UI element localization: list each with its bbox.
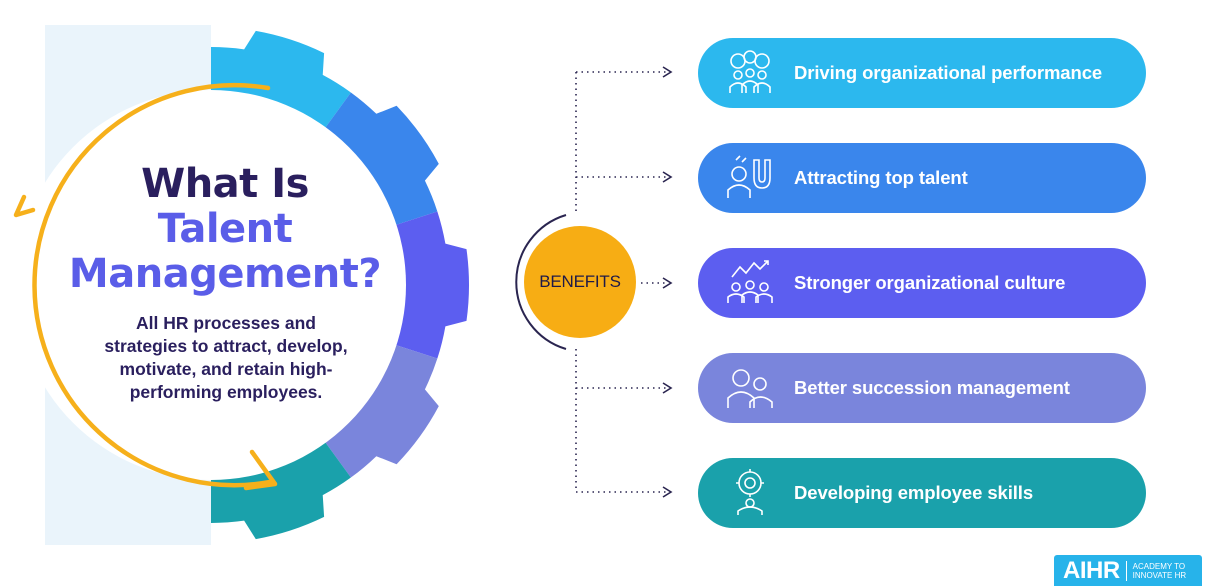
headline-line-3: Management? [68,251,382,297]
gear-colored-half [211,30,469,540]
headline-line-2: Talent [157,206,293,252]
logo-tagline: ACADEMY TO INNOVATE HR [1133,562,1186,580]
benefit-label: Developing employee skills [794,482,1034,503]
branch-arrow-head [662,382,673,394]
gear-segment [316,92,439,230]
two-people-icon [727,369,773,408]
benefit-pill-succession: Better succession management [698,353,1146,423]
logo-tagline-line-1: ACADEMY TO [1132,561,1186,571]
skills-target-icon [736,469,764,515]
branch-arrow-head [662,66,673,78]
benefit-label: Driving organizational performance [794,62,1103,83]
benefit-label: Better succession management [794,377,1070,398]
growing-team-icon [727,260,773,303]
headline: What Is Talent Management? [40,162,410,297]
benefit-pill-culture: Stronger organizational culture [698,248,1146,318]
logo-tagline-line-2: INNOVATE HR [1132,570,1187,580]
gear-segment [211,430,351,540]
benefit-label: Stronger organizational culture [794,272,1066,293]
team-gears-icon [729,50,771,93]
gear-segment [382,211,469,359]
logo-divider [1125,560,1127,581]
branch-lines [576,66,673,498]
hub-bracket-arc [515,214,567,350]
definition-text: All HR processes and strategies to attra… [104,313,348,402]
cycle-arrow-head [243,449,278,491]
cycle-arrow-tail [13,194,36,218]
logo-mark: AIHR [1063,556,1120,584]
branch-arrow-head [662,171,673,183]
benefit-label: Attracting top talent [794,167,968,188]
benefit-pill-skills: Developing employee skills [698,458,1146,528]
cycle-arrow [32,82,273,488]
branch-arrow-head [662,277,673,289]
gear-inner-hole [16,90,406,480]
benefit-pill-performance: Driving organizational performance [698,38,1146,108]
branch-arrow-head [662,486,673,498]
benefits-hub-label: BENEFITS [539,272,621,291]
gear-segment [316,340,439,478]
aihr-logo: AIHR ACADEMY TO INNOVATE HR [1054,555,1202,586]
benefit-pill-talent: Attracting top talent [698,143,1146,213]
gear-segment [211,30,351,140]
magnet-person-icon [727,155,771,198]
headline-line-1: What Is [141,161,309,207]
benefits-hub: BENEFITS [524,226,636,338]
